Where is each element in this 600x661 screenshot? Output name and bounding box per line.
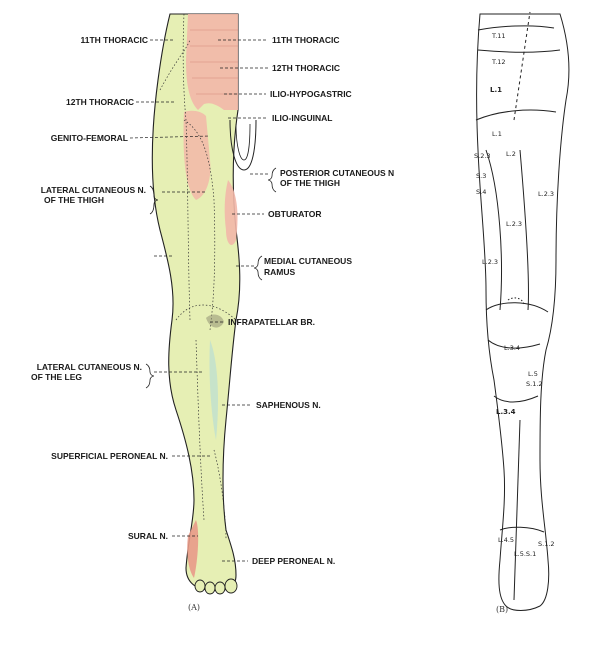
leg-a-toes — [194, 578, 238, 595]
dermatome-labels: T.11 T.12 L.1 L.1 L.2 S.2.3 S.3 S.4 L.2.… — [474, 32, 555, 558]
leg-a-patella — [206, 314, 224, 328]
label-ilio-hypogastric: ILIO-HYPOGASTRIC — [270, 89, 352, 99]
leg-a-sural-red — [187, 520, 199, 578]
leg-b-outline — [476, 13, 570, 611]
label-saphenous: SAPHENOUS N. — [256, 400, 321, 410]
label-12th-thoracic-left: 12TH THORACIC — [66, 97, 134, 107]
label-lateral-cutaneous-thigh-1: LATERAL CUTANEOUS N. — [41, 185, 146, 195]
derm-t12: T.12 — [491, 58, 506, 66]
label-lateral-cutaneous-leg-2: OF THE LEG — [31, 372, 82, 382]
label-medial-cutaneous-1: MEDIAL CUTANEOUS — [264, 256, 352, 266]
derm-l45: L.4.5 — [498, 536, 514, 544]
derm-l23-b: L.2.3 — [506, 220, 522, 228]
derm-s23: S.2.3 — [474, 152, 491, 160]
label-posterior-cutaneous-1: POSTERIOR CUTANEOUS N — [280, 168, 394, 178]
derm-l34-b: L.3.4 — [496, 408, 516, 416]
leader-lines-a — [129, 39, 268, 562]
caption-a: (A) — [188, 603, 200, 612]
label-deep-peroneal: DEEP PERONEAL N. — [252, 556, 335, 566]
label-11th-thoracic-right: 11TH THORACIC — [272, 35, 340, 45]
caption-b: (B) — [496, 605, 508, 614]
derm-l23-a: L.2.3 — [538, 190, 554, 198]
derm-s12-a: S.1.2 — [526, 380, 543, 388]
derm-l2: L.2 — [506, 150, 516, 158]
label-ilio-inguinal: ILIO-INGUINAL — [272, 113, 332, 123]
label-12th-thoracic-right: 12TH THORACIC — [272, 63, 340, 73]
leg-a-skin — [151, 13, 241, 592]
derm-l23-c: L.2.3 — [482, 258, 498, 266]
derm-l34-a: L.3.4 — [504, 344, 520, 352]
leg-a-saphenous-tint — [209, 340, 218, 440]
leg-a-boundaries — [159, 13, 237, 541]
labels-left: 11TH THORACIC 12TH THORACIC GENITO-FEMOR… — [31, 35, 168, 541]
derm-s12-b: S.1.2 — [538, 540, 555, 548]
leg-a-genitofemoral-red — [183, 110, 211, 200]
derm-s4: S.4 — [476, 188, 486, 196]
derm-t11: T.11 — [491, 32, 506, 40]
label-obturator: OBTURATOR — [268, 209, 322, 219]
leg-a-obturator-red — [224, 180, 238, 245]
derm-l1-b: L.1 — [492, 130, 502, 138]
label-lateral-cutaneous-leg-1: LATERAL CUTANEOUS N. — [37, 362, 142, 372]
derm-l5: L.5 — [528, 370, 538, 378]
braces — [145, 167, 277, 389]
label-medial-cutaneous-2: RAMUS — [264, 267, 295, 277]
label-11th-thoracic-left: 11TH THORACIC — [80, 35, 148, 45]
leg-a-genital-outline — [229, 119, 257, 171]
label-lateral-cutaneous-thigh-2: OF THE THIGH — [44, 195, 104, 205]
label-superficial-peroneal: SUPERFICIAL PERONEAL N. — [51, 451, 168, 461]
leg-a — [129, 13, 277, 595]
leg-b — [475, 11, 570, 611]
derm-l5s1: L.5.S.1 — [514, 550, 536, 558]
derm-l1-a: L.1 — [490, 86, 502, 94]
label-infrapatellar: INFRAPATELLAR BR. — [228, 317, 315, 327]
labels-right: 11TH THORACIC 12TH THORACIC ILIO-HYPOGAS… — [228, 35, 394, 566]
derm-s3: S.3 — [476, 172, 486, 180]
label-sural: SURAL N. — [128, 531, 168, 541]
label-genito-femoral: GENITO-FEMORAL — [51, 133, 128, 143]
label-posterior-cutaneous-2: OF THE THIGH — [280, 178, 340, 188]
